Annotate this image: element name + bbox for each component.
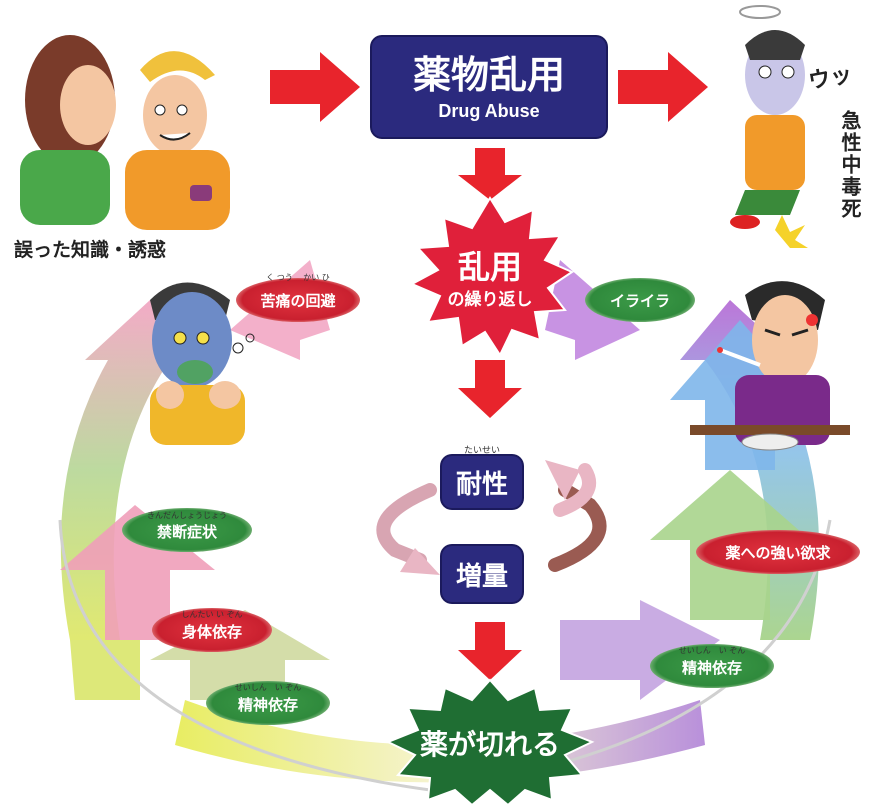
bottom-burst: 薬が切れる	[385, 678, 595, 805]
pill-labels: 苦痛の回避 く つう かい ひ イライラ 禁断症状 きんだんしょうじょう 薬への…	[122, 273, 860, 725]
arrow-to-death	[618, 52, 708, 122]
pill-avoid-pain-label: 苦痛の回避	[260, 292, 335, 310]
pill-mental-dep-left-ruby: せいしん い ぞん	[235, 683, 302, 692]
pill-craving-label: 薬への強い欲求	[724, 544, 831, 562]
inner-cycle-arrows	[376, 460, 607, 575]
arrow-down-2	[458, 360, 522, 418]
pill-physical-dep-label: 身体依存	[182, 623, 242, 641]
center-burst-subtitle: の繰り返し	[448, 289, 533, 310]
pill-withdrawal-label: 禁断症状	[157, 523, 218, 541]
withdrawal-man-illustration	[150, 282, 255, 445]
arrow-down-1	[458, 148, 522, 200]
acute-poisoning-illustration	[730, 5, 808, 248]
pill-withdrawal-ruby: きんだんしょうじょう	[147, 511, 227, 520]
tolerance-ruby: たいせい	[463, 446, 500, 456]
tolerance-ruby-wrap: たいせい	[442, 438, 522, 456]
increase-box: 増量	[442, 546, 522, 602]
irritated-man-illustration	[690, 281, 850, 451]
pill-withdrawal	[122, 508, 252, 552]
increase-label: 増量	[455, 561, 508, 592]
tolerance-label: 耐性	[455, 469, 508, 500]
pill-avoid-pain-ruby: く つう かい ひ	[266, 273, 330, 282]
tolerance-box: 耐性	[442, 456, 522, 508]
acute-death-caption: 急性中毒死	[838, 110, 862, 220]
pill-mental-dep-left-label: 精神依存	[238, 696, 298, 714]
pill-mental-dep-right-ruby: せいしん い ぞん	[679, 646, 746, 655]
arrow-down-3	[458, 622, 522, 680]
pill-physical-dep	[152, 608, 272, 652]
arrow-head-left-bottom	[150, 610, 330, 700]
drug-abuse-subtitle: Drug Abuse	[438, 100, 540, 121]
temptation-caption: 誤った知識・誘惑	[14, 239, 167, 261]
bottom-burst-label: 薬が切れる	[420, 728, 560, 761]
center-burst-title: 乱用	[458, 248, 522, 286]
temptation-illustration	[20, 35, 230, 230]
center-burst: 乱用 の繰り返し	[409, 196, 575, 358]
pill-physical-dep-ruby: しんたい い ぞん	[181, 610, 242, 619]
pill-mental-dep-right	[650, 644, 774, 688]
pill-irritation	[585, 278, 695, 322]
top-flow-arrows	[270, 52, 708, 680]
pill-craving	[696, 530, 860, 574]
arrow-to-abuse	[270, 52, 360, 122]
pill-mental-dep-right-label: 精神依存	[682, 659, 742, 677]
pill-irritation-label: イライラ	[610, 292, 670, 310]
drug-abuse-box: 薬物乱用 Drug Abuse	[372, 37, 606, 137]
pill-mental-dep-left	[206, 681, 330, 725]
drug-abuse-title: 薬物乱用	[412, 52, 565, 97]
arrow-head-right-bottom	[560, 600, 720, 700]
pill-avoid-pain	[236, 278, 360, 322]
